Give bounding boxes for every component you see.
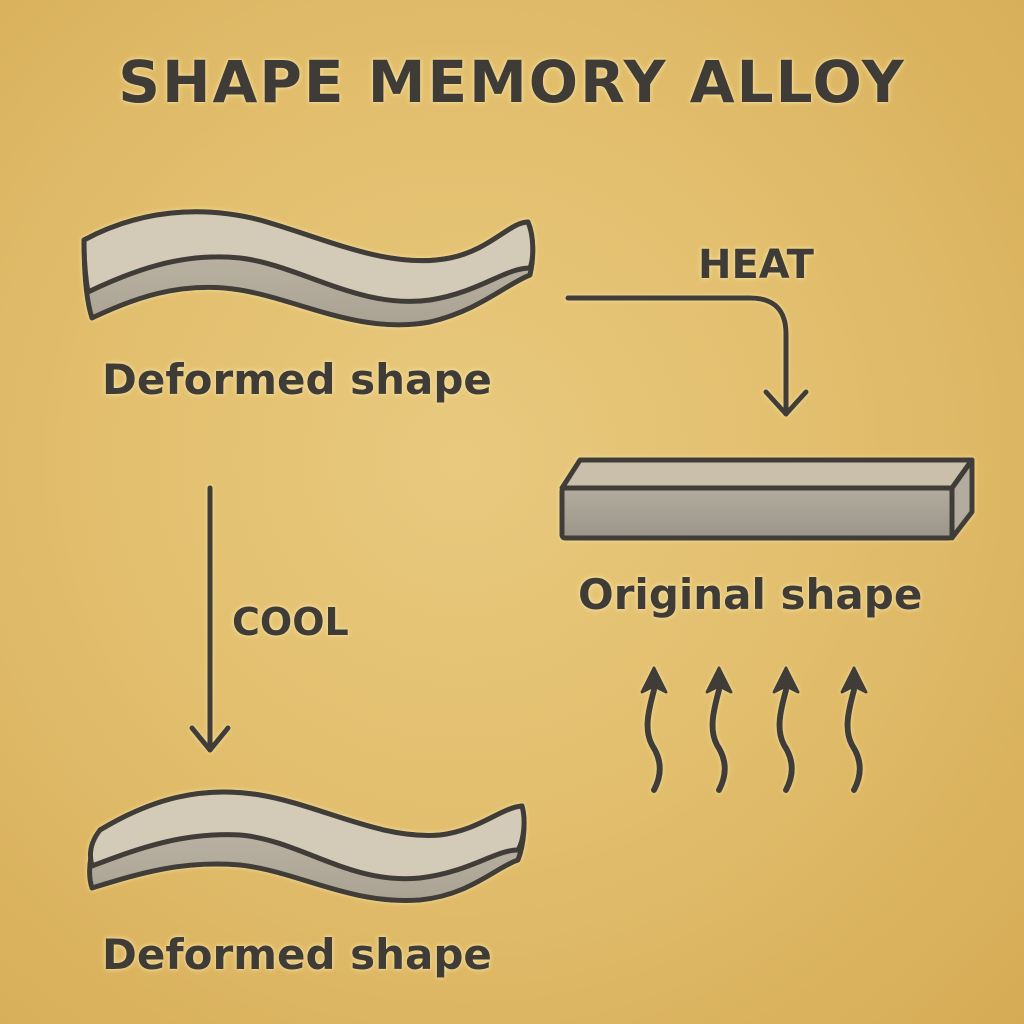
original-shape-label: Original shape bbox=[578, 570, 923, 619]
deformed-strip-top bbox=[81, 209, 536, 328]
heat-arrow bbox=[565, 295, 809, 417]
heat-wave-icon bbox=[640, 666, 668, 793]
deformed-strip-bottom bbox=[87, 789, 527, 904]
heat-label: HEAT bbox=[698, 242, 814, 288]
heat-wave-icon bbox=[705, 666, 733, 793]
cool-label: COOL bbox=[232, 600, 349, 644]
heat-waves-icon bbox=[640, 666, 868, 793]
original-bar bbox=[559, 457, 975, 541]
cool-arrow bbox=[189, 485, 231, 753]
heat-wave-icon bbox=[772, 666, 800, 793]
deformed-shape-label-top: Deformed shape bbox=[102, 355, 492, 404]
heat-wave-icon bbox=[840, 666, 868, 793]
deformed-shape-label-bottom: Deformed shape bbox=[102, 930, 492, 979]
diagram-title: SHAPE MEMORY ALLOY bbox=[118, 48, 906, 116]
